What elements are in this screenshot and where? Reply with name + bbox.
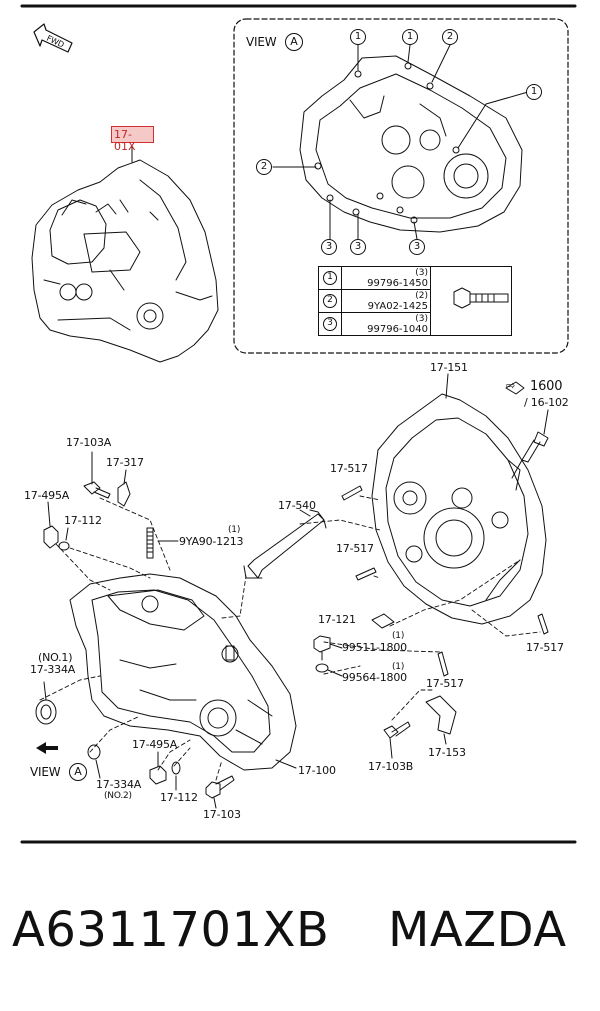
legend-part: 9YA02-1425 (367, 300, 428, 312)
label-17-540[interactable]: 17-540 (278, 499, 316, 512)
legend-num: 3 (323, 317, 337, 331)
label-17-112-bottom[interactable]: 17-112 (160, 791, 198, 804)
label-16-102[interactable]: / 16-102 (524, 396, 569, 409)
bolt-16-102 (505, 381, 549, 479)
legend-part: 99796-1450 (367, 277, 428, 289)
label-17-121[interactable]: 17-121 (318, 613, 356, 626)
fwd-arrow-icon (33, 23, 73, 53)
transmission-assembly-drawing (31, 146, 219, 363)
callout-1: 1 (526, 84, 542, 100)
highlighted-part-label[interactable]: 17-01X (111, 126, 154, 153)
callout-3: 3 (409, 239, 425, 255)
label-17-334a-top[interactable]: 17-334A (30, 663, 76, 676)
label-1600[interactable]: 1600 (530, 379, 563, 394)
small-parts-right (313, 613, 395, 677)
label-17-495a-bottom[interactable]: 17-495A (132, 738, 178, 751)
label-9ya90-qty: (1) (228, 525, 241, 535)
label-17-517[interactable]: 17-517 (426, 677, 464, 690)
label-17-334a-bottom[interactable]: 17-334A (96, 778, 142, 791)
label-9ya90-1213[interactable]: 9YA90-1213 (179, 535, 244, 548)
view-a-top-label: VIEW (246, 35, 277, 49)
callout-leaders (272, 44, 529, 240)
label-17-517[interactable]: 17-517 (330, 462, 368, 475)
callout-2: 2 (442, 29, 458, 45)
label-99511-qty: (1) (392, 631, 405, 641)
brand-name: MAZDA (388, 902, 567, 958)
view-a-bottom-label: VIEW (30, 765, 61, 779)
view-a-box (233, 18, 569, 354)
small-parts-top (43, 451, 131, 551)
callout-3: 3 (321, 239, 337, 255)
label-17-103a[interactable]: 17-103A (66, 436, 112, 449)
legend-row: 3 (3) 99796-1040 (318, 312, 512, 336)
dowel-pins (341, 485, 549, 677)
bracket-17-540 (243, 509, 327, 579)
callout-3: 3 (350, 239, 366, 255)
bell-housing-view (299, 55, 523, 233)
label-no2: (NO.2) (104, 791, 132, 801)
bolt-legend-table: 1 (3) 99796-1450 2 (2) 9YA02-1425 3 (3) … (318, 266, 512, 336)
view-arrow-icon (36, 742, 58, 754)
clutch-housing-drawing (371, 373, 547, 625)
part-number: A6311701XB (12, 902, 330, 958)
transmission-case-drawing (69, 573, 297, 771)
stud-9ya90 (146, 527, 179, 559)
label-17-153[interactable]: 17-153 (428, 746, 466, 759)
label-99564-1800[interactable]: 99564-1800 (342, 671, 407, 684)
legend-num: 1 (323, 271, 337, 285)
view-a-top-circle: A (285, 33, 303, 51)
label-99564-qty: (1) (392, 662, 405, 672)
label-17-103b[interactable]: 17-103B (368, 760, 414, 773)
label-17-103[interactable]: 17-103 (203, 808, 241, 821)
legend-row: 2 (2) 9YA02-1425 (318, 289, 512, 313)
bolt-and-bracket (383, 695, 457, 759)
legend-row: 1 (3) 99796-1450 (318, 266, 512, 336)
legend-qty: (3) (415, 313, 428, 324)
legend-num: 2 (323, 294, 337, 308)
view-a-bottom-circle: A (69, 763, 87, 781)
assembly-lines (39, 495, 541, 781)
label-17-100[interactable]: 17-100 (298, 764, 336, 777)
legend-qty: (3) (415, 267, 428, 278)
small-parts-bottom (35, 681, 235, 809)
legend-qty: (2) (415, 290, 428, 301)
callout-1: 1 (402, 29, 418, 45)
callout-1: 1 (350, 29, 366, 45)
label-17-517[interactable]: 17-517 (336, 542, 374, 555)
label-17-517[interactable]: 17-517 (526, 641, 564, 654)
callout-2: 2 (256, 159, 272, 175)
label-no1: (NO.1) (38, 651, 73, 664)
label-17-112-top[interactable]: 17-112 (64, 514, 102, 527)
label-17-495a-top[interactable]: 17-495A (24, 489, 70, 502)
label-17-151[interactable]: 17-151 (430, 361, 468, 374)
label-99511-1800[interactable]: 99511-1800 (342, 641, 407, 654)
legend-part: 99796-1040 (367, 323, 428, 335)
label-17-317[interactable]: 17-317 (106, 456, 144, 469)
fwd-small-icon: ⇨ (506, 379, 516, 392)
